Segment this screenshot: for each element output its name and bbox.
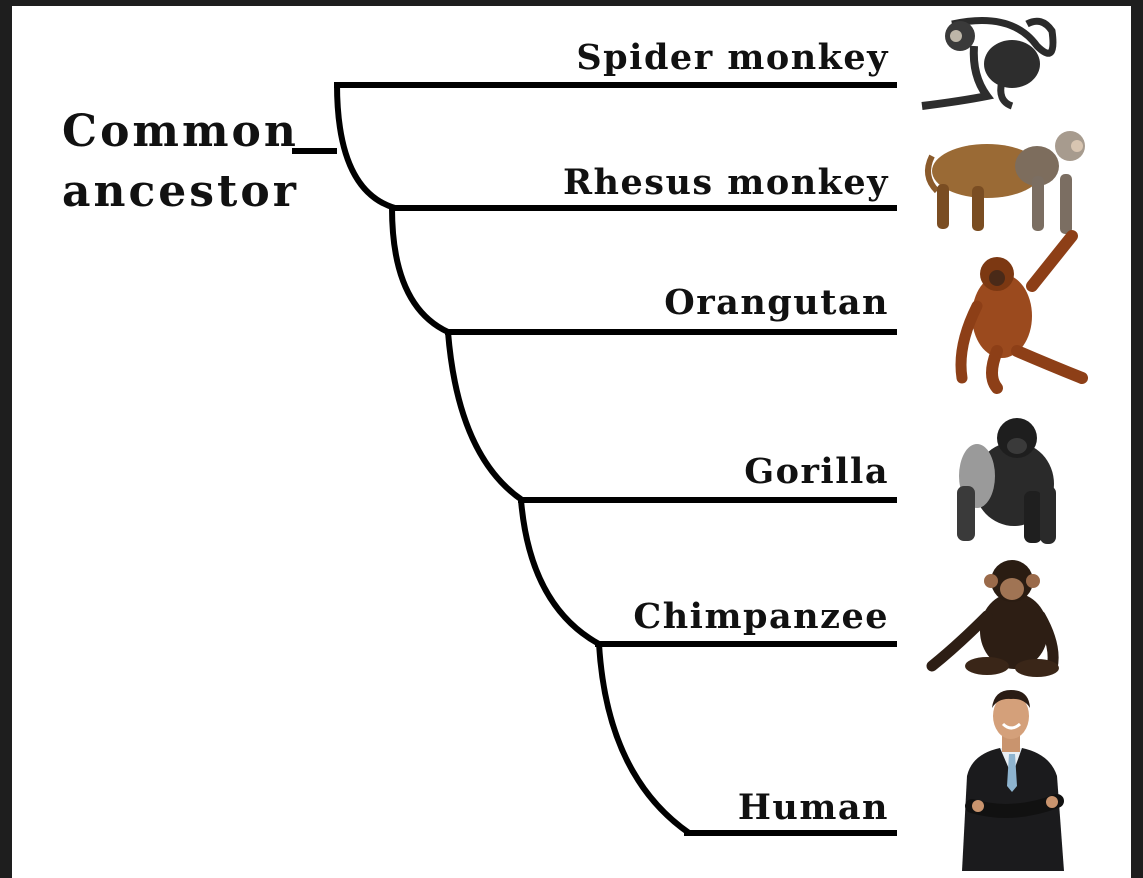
label-spider-monkey: Spider monkey xyxy=(576,40,889,75)
tree-svg xyxy=(12,6,1131,878)
gorilla-icon xyxy=(957,418,1056,544)
node-1-branch xyxy=(337,84,395,208)
label-orangutan: Orangutan xyxy=(664,285,889,320)
node-2-branch xyxy=(392,208,448,332)
node-3-branch xyxy=(448,332,522,500)
human-icon xyxy=(962,690,1064,871)
label-gorilla: Gorilla xyxy=(744,454,889,489)
node-4-branch xyxy=(521,500,599,644)
chimpanzee-icon xyxy=(932,560,1059,677)
label-rhesus-monkey: Rhesus monkey xyxy=(563,165,889,200)
node-5-branch xyxy=(599,644,689,833)
label-chimpanzee: Chimpanzee xyxy=(633,599,889,634)
label-human: Human xyxy=(738,790,889,825)
rhesus-monkey-icon xyxy=(928,131,1085,234)
spider-monkey-icon xyxy=(922,20,1053,106)
orangutan-icon xyxy=(961,236,1082,388)
phylogenetic-tree-diagram: Common ancestor xyxy=(12,6,1131,878)
